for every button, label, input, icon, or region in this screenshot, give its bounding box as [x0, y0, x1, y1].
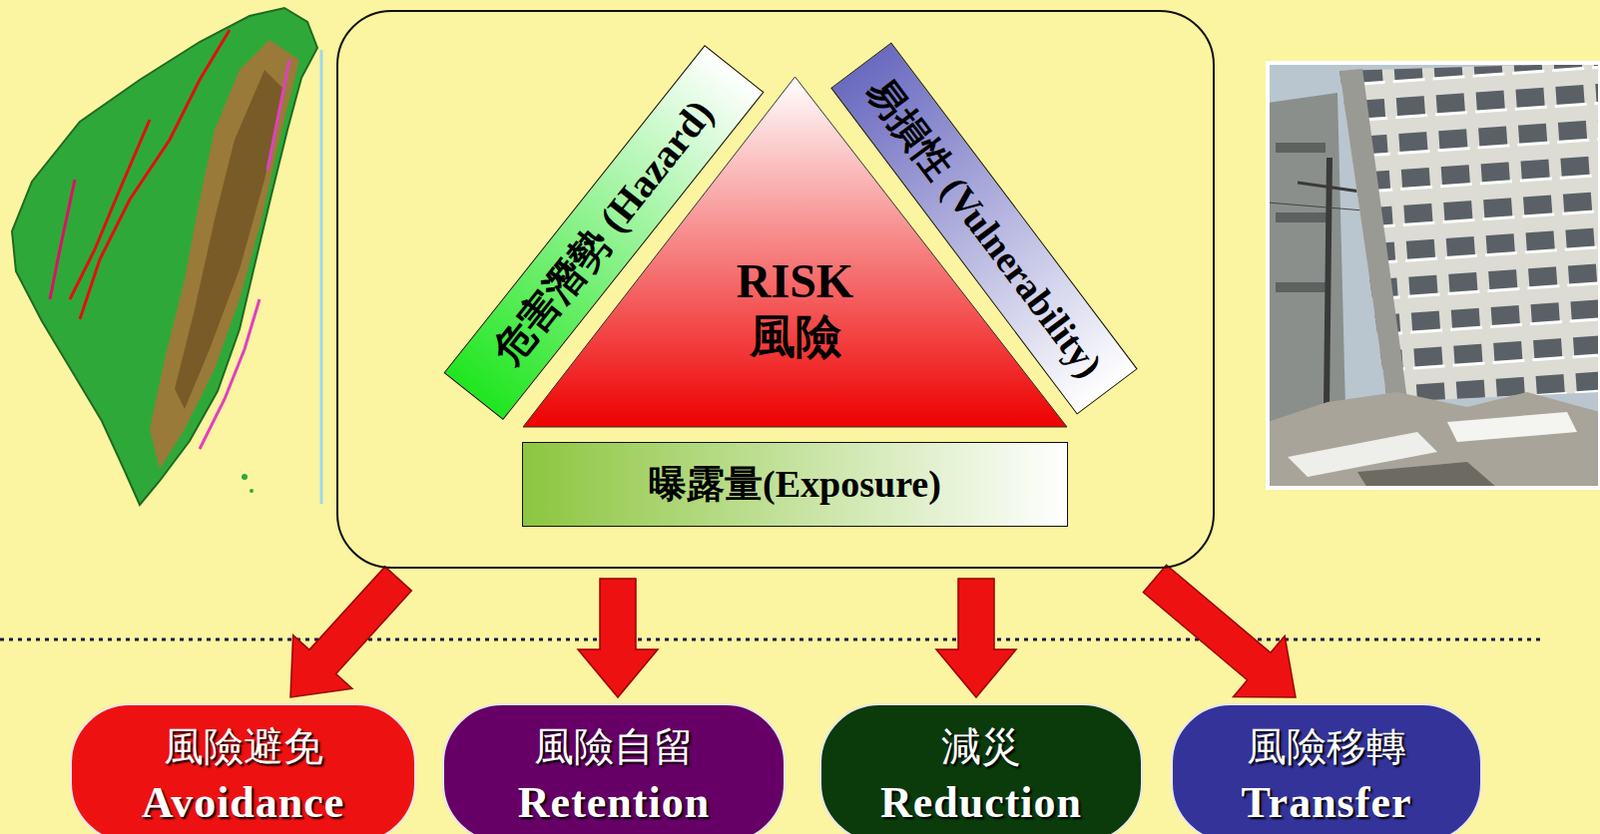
triangle-shape: [522, 75, 1068, 429]
photo-sky: [1267, 62, 1600, 489]
avoidance-box: 風險避免 Avoidance: [69, 703, 417, 834]
fault-line: [69, 119, 150, 300]
risk-subtitle: 風險: [749, 309, 842, 365]
strategy-label-en: Retention: [518, 777, 710, 831]
triangle-text-block: RISK風險: [522, 252, 1068, 366]
dotted-divider: [0, 638, 1546, 642]
side-window: [1275, 282, 1330, 293]
reduction-box: 減災 Reduction: [819, 703, 1143, 834]
mountain-range: [149, 39, 300, 470]
taiwan-map: [11, 7, 318, 506]
collapsed-building-photo: [1267, 62, 1600, 489]
building-side: [1339, 68, 1408, 403]
strategy-label-en: Transfer: [1241, 777, 1413, 831]
islet: [241, 474, 248, 481]
rubble: [1267, 392, 1600, 489]
risk-triangle: RISK風險: [522, 75, 1068, 429]
islet: [249, 489, 254, 494]
block-arrow: [290, 566, 412, 698]
strategy-label-en: Avoidance: [141, 777, 346, 831]
debris-slab: [1447, 412, 1578, 443]
strategy-label: 風險移轉: [1246, 723, 1407, 772]
strategy-label: 風險避免: [163, 723, 324, 772]
strategy-label-en: Reduction: [880, 777, 1082, 831]
risk-title: RISK: [736, 252, 854, 311]
separator-line: [320, 49, 324, 505]
side-window: [1275, 212, 1328, 223]
transfer-box: 風險移轉 Transfer: [1170, 703, 1483, 834]
mountain-ridge: [174, 69, 285, 410]
risk-triangle-fill: [523, 76, 1067, 428]
islet: [17, 247, 22, 252]
fault-line: [49, 179, 75, 300]
island-outline: [11, 7, 318, 506]
exposure-box: 曝露量(Exposure): [522, 442, 1068, 528]
factor-label: 曝露量(Exposure): [648, 462, 942, 509]
debris: [1357, 462, 1498, 489]
fault-line: [199, 299, 260, 450]
photo-border: [1267, 62, 1600, 489]
strategy-label: 風險自留: [533, 723, 694, 772]
strategy-label: 減災: [941, 723, 1022, 772]
block-arrow: [577, 578, 658, 698]
block-arrow: [936, 578, 1017, 698]
side-window: [1275, 142, 1326, 153]
frame-box: 危害潛勢 (Hazard)易損性 (Vulnerability)RISK風險曝露…: [336, 9, 1215, 569]
retention-box: 風險自留 Retention: [442, 703, 786, 834]
block-arrow: [1142, 564, 1296, 698]
fault-line: [79, 29, 230, 320]
tilted-building: [1339, 62, 1600, 403]
fault-line: [267, 59, 290, 170]
